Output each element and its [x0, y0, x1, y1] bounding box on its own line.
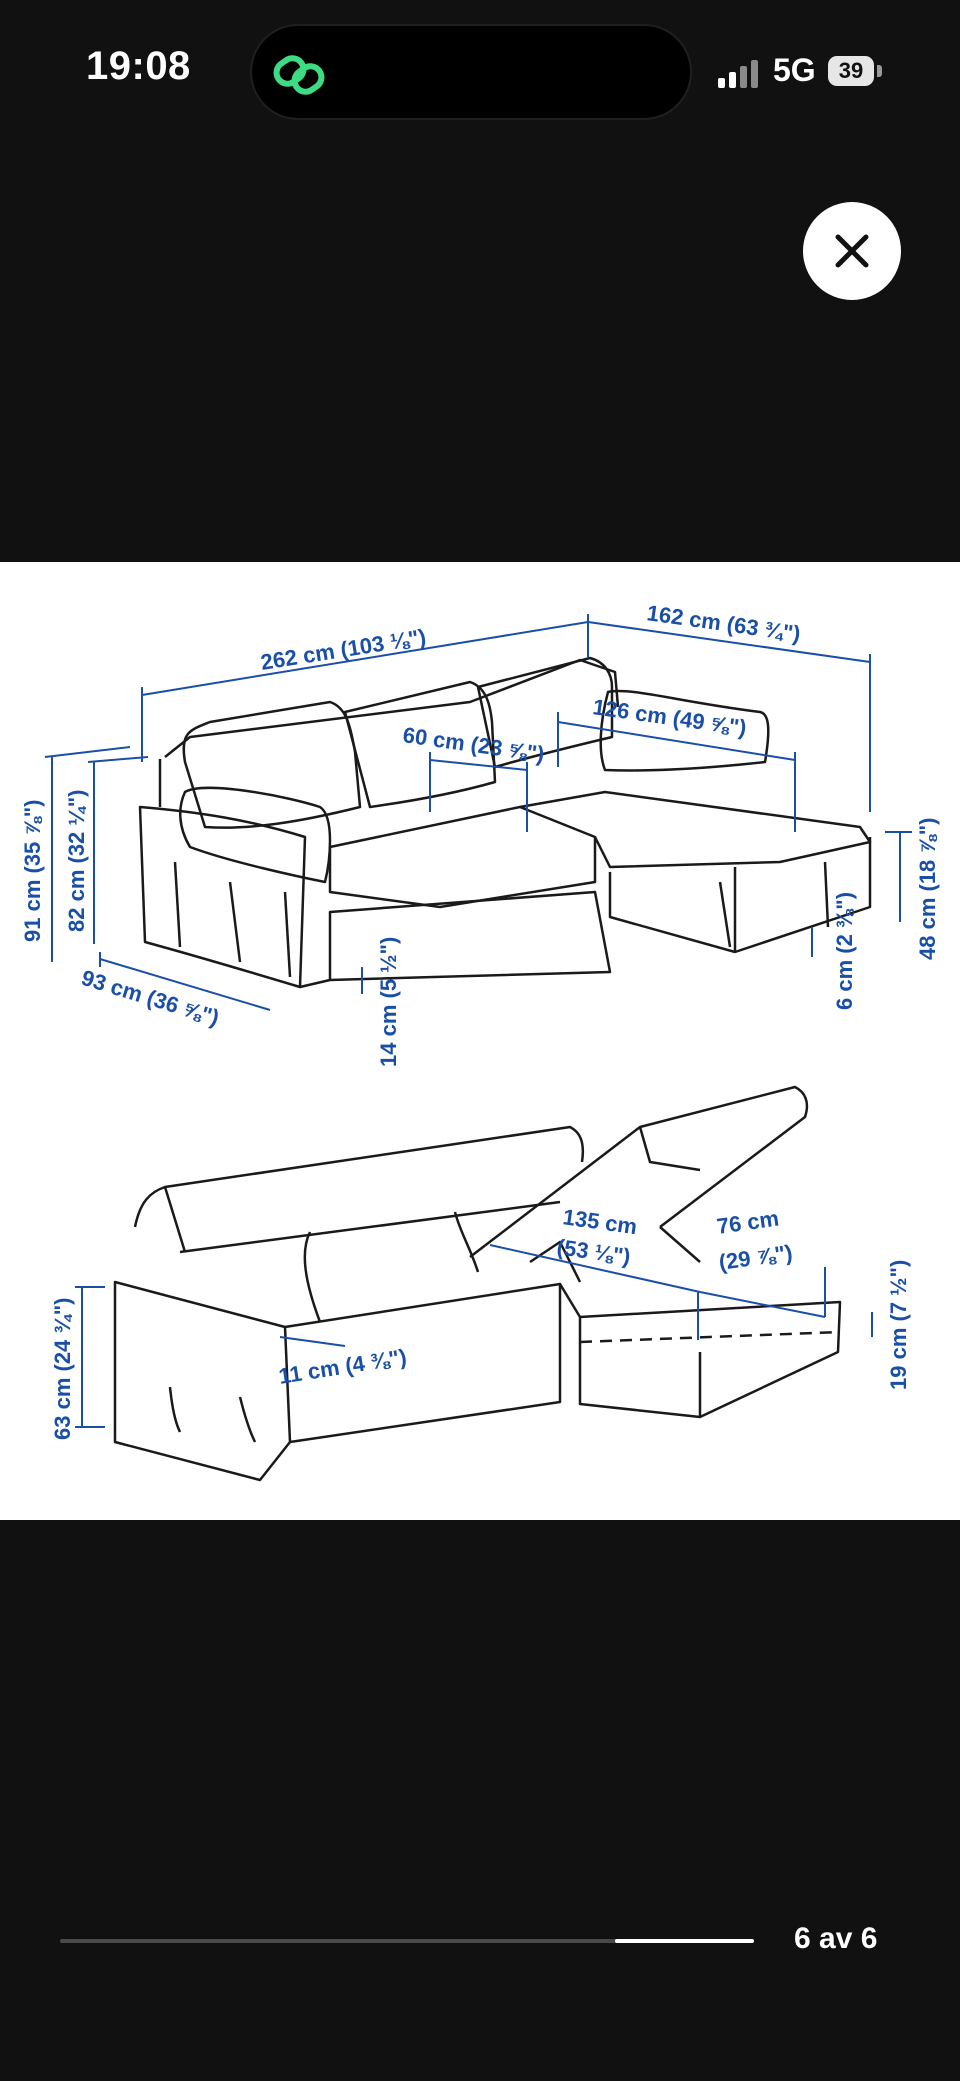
chaise-length-label: 162 cm (63 ¾") — [645, 600, 802, 646]
close-button[interactable] — [803, 202, 901, 300]
storage-length-cm-label: 135 cm — [561, 1204, 638, 1239]
back-height-label: 82 cm (32 ¼") — [64, 789, 89, 932]
total-height-label: 91 cm (35 ⅞") — [20, 799, 45, 942]
gallery-progress-fill — [615, 1939, 754, 1943]
top-sofa-line-art — [138, 656, 872, 989]
signal-icon — [718, 60, 758, 88]
page-indicator: 6 av 6 — [794, 1922, 878, 1955]
leg-gap-label: 6 cm (2 ⅜") — [832, 892, 857, 1010]
gallery-progress-bar[interactable] — [60, 1939, 754, 1943]
storage-length-in-label: (53 ⅛") — [555, 1234, 632, 1269]
storage-depth-label: 19 cm (7 ½") — [886, 1260, 911, 1390]
seat-depth-label: 60 cm (23 ⅝") — [401, 722, 546, 767]
top-dimension-lines — [44, 614, 912, 1011]
bottom-dimension-lines — [75, 1244, 873, 1428]
battery-icon: 39 — [828, 56, 874, 86]
network-type: 5G — [773, 52, 816, 88]
chaise-seat-length-label: 126 cm (49 ⅝") — [591, 694, 748, 740]
status-bar: 19:08 5G 39 — [0, 0, 960, 140]
sofa-dimension-drawing: 262 cm (103 ⅛") 162 cm (63 ¾") 126 cm (4… — [20, 600, 940, 1482]
dynamic-island[interactable] — [250, 24, 692, 120]
link-chain-icon — [273, 55, 325, 95]
armrest-height-label: 63 cm (24 ¾") — [50, 1297, 75, 1440]
seat-height-label: 48 cm (18 ⅞") — [915, 817, 940, 960]
storage-width-cm-label: 76 cm — [715, 1206, 780, 1239]
bottom-sofa-line-art — [113, 1085, 842, 1482]
battery-tip — [877, 65, 882, 77]
close-icon — [835, 234, 869, 268]
overall-width-label: 262 cm (103 ⅛") — [259, 624, 428, 675]
armrest-width-label: 11 cm (4 ⅜") — [277, 1344, 408, 1389]
skirt-gap-label: 14 cm (5 ½") — [376, 937, 401, 1067]
clock: 19:08 — [86, 44, 191, 88]
storage-width-in-label: (29 ⅞") — [717, 1240, 794, 1275]
product-dimension-image[interactable]: 262 cm (103 ⅛") 162 cm (63 ¾") 126 cm (4… — [0, 562, 960, 1520]
